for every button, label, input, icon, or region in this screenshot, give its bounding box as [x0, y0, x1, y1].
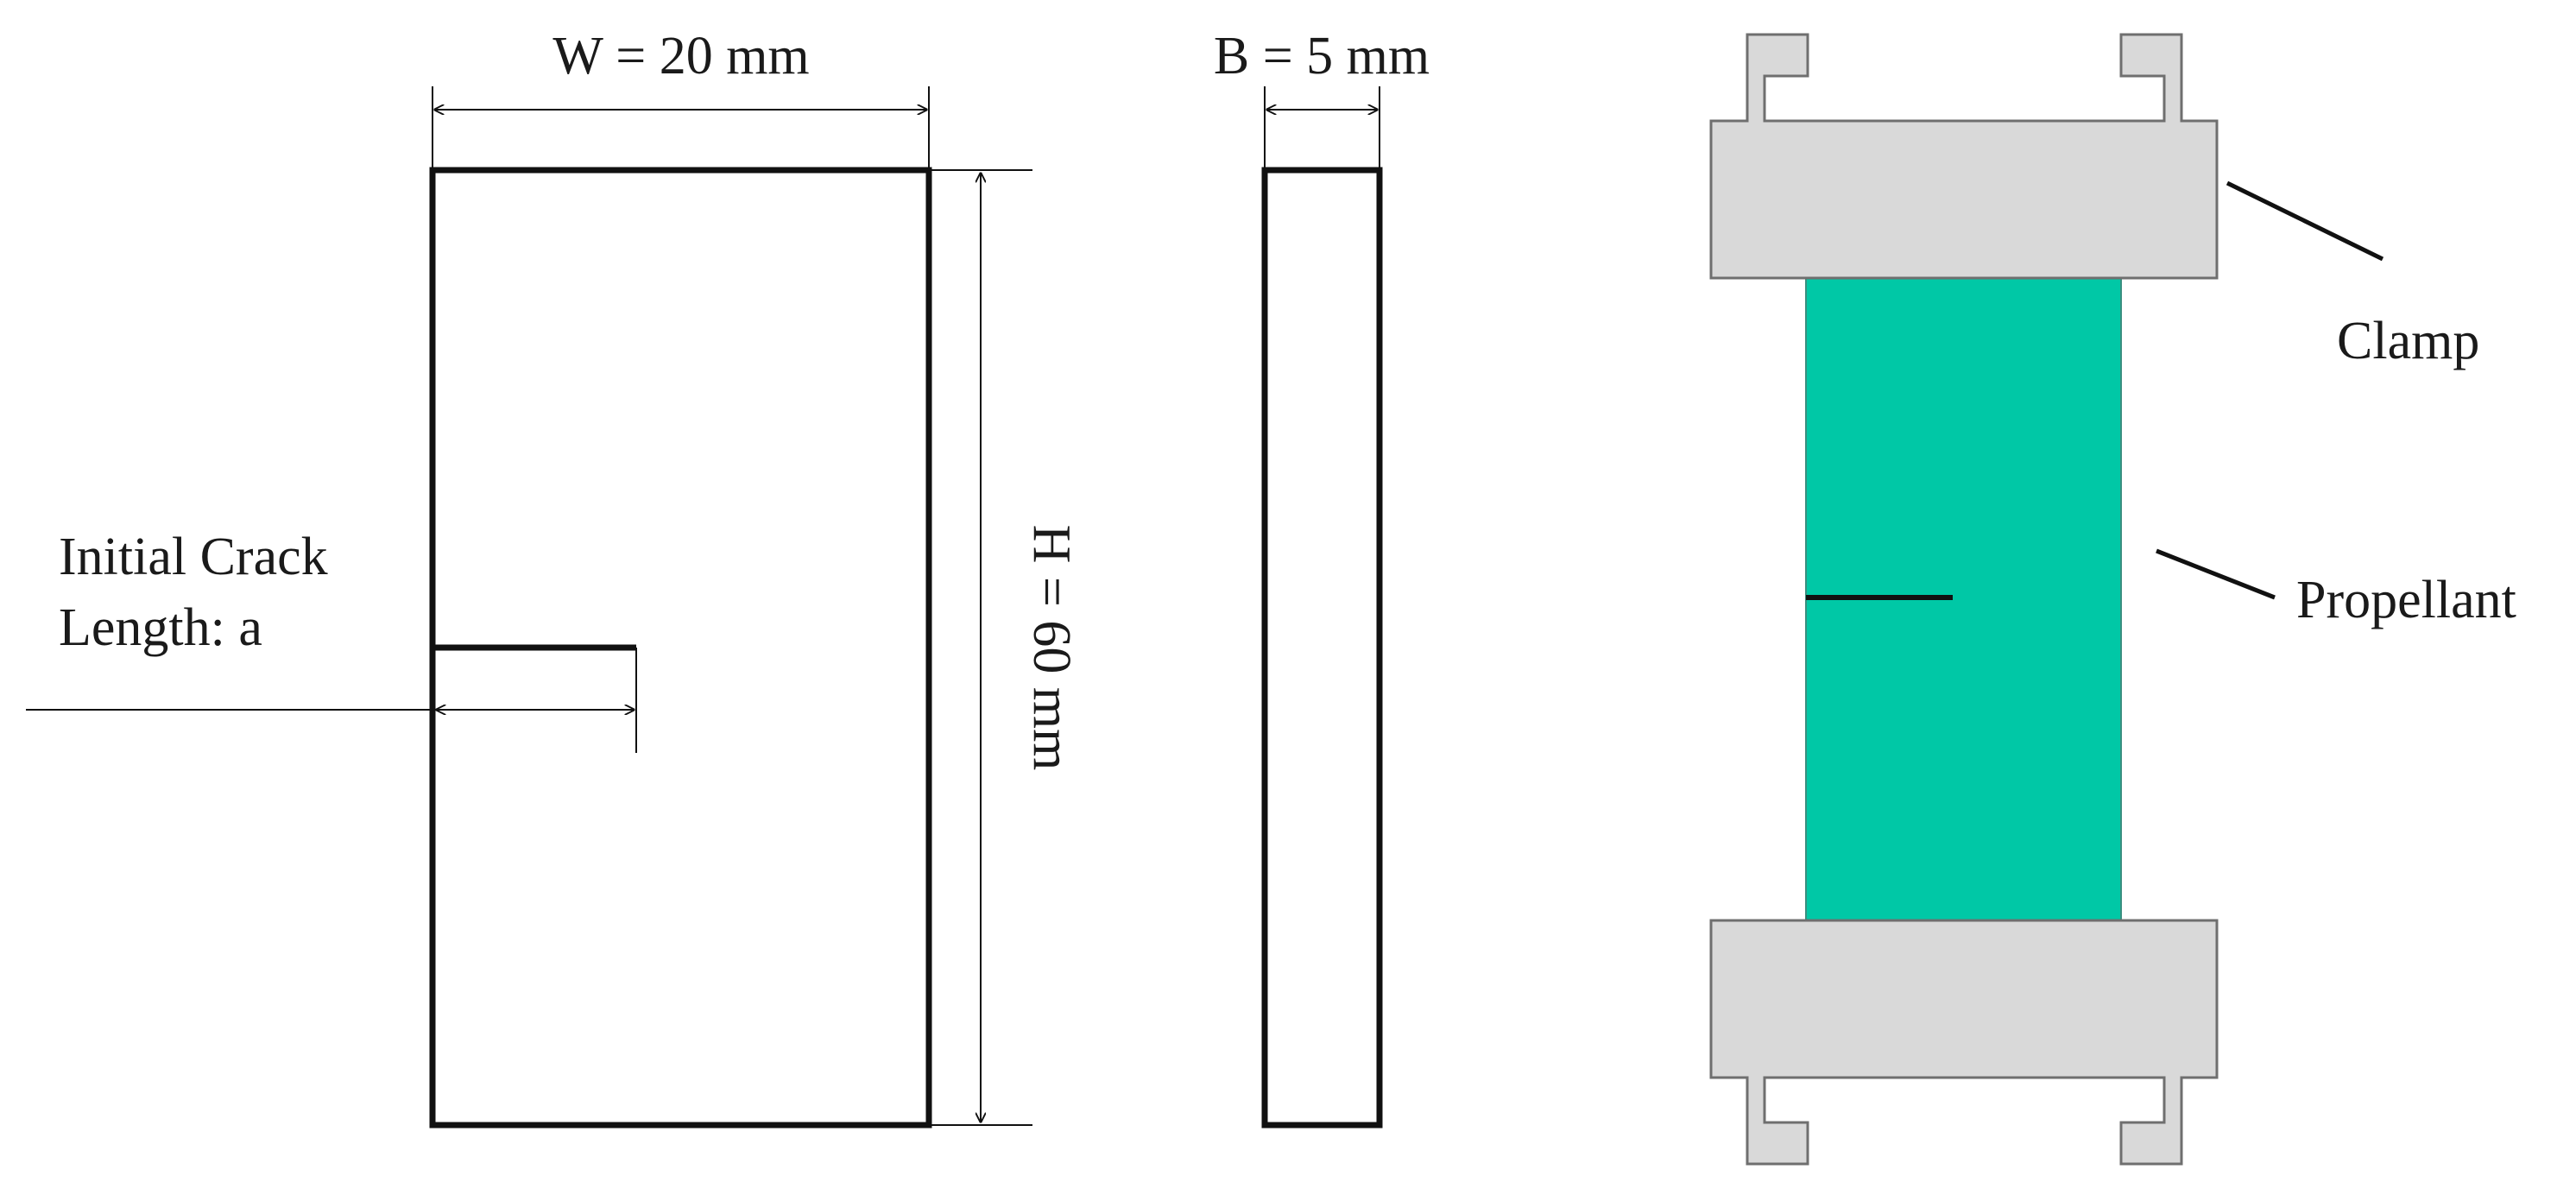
height-label: H = 60 mm [1022, 525, 1081, 771]
thickness-label: B = 5 mm [1214, 27, 1430, 85]
test-setup: Clamp Propellant [1709, 33, 2516, 1166]
clamp-leader-line [2226, 180, 2384, 262]
specimen-front-view: W = 20 mm H = 60 mm Initial Crack Length… [26, 27, 1081, 1129]
specimen-side-outline [1261, 167, 1383, 1129]
bottom-clamp [1709, 919, 2219, 1166]
top-clamp [1709, 33, 2219, 280]
crack-label-line2: Length: a [59, 598, 262, 657]
clamp-label: Clamp [2337, 312, 2479, 370]
propellant-label: Propellant [2296, 571, 2516, 629]
propellant-leader-line [2156, 548, 2276, 600]
width-label: W = 20 mm [552, 27, 809, 85]
specimen-side-view: B = 5 mm [1214, 27, 1430, 1129]
crack-label-line1: Initial Crack [59, 528, 328, 586]
